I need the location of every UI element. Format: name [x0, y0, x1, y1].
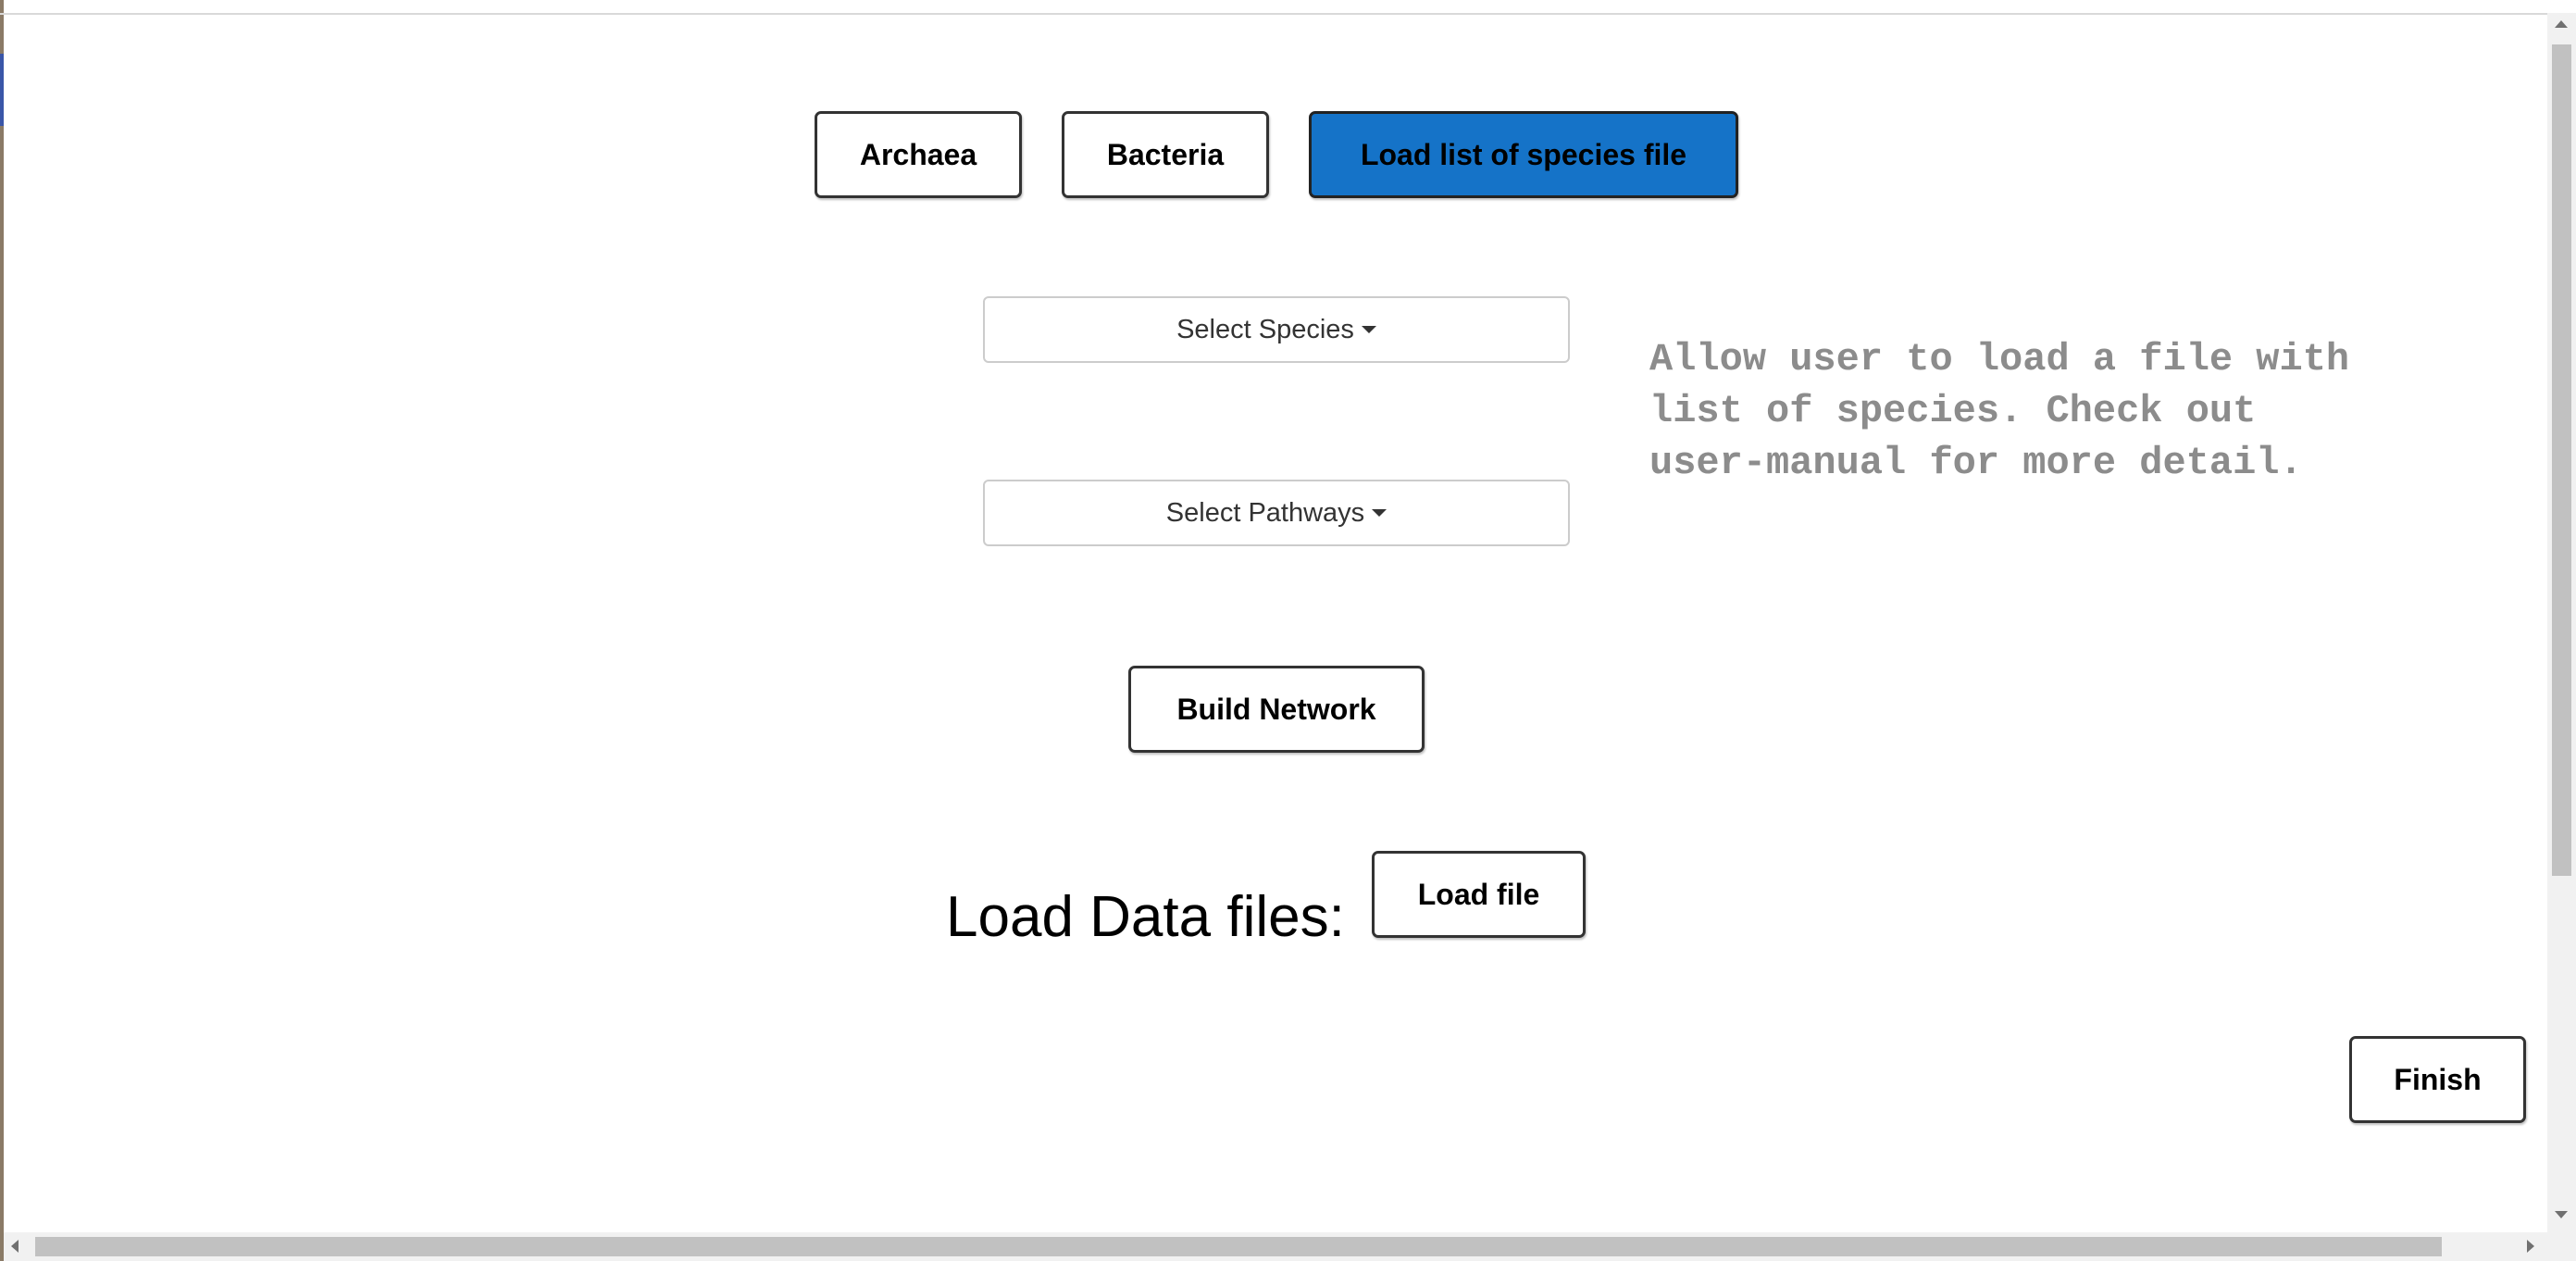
top-divider: [0, 13, 2547, 15]
bacteria-button-label: Bacteria: [1106, 137, 1225, 171]
caret-down-icon: [1372, 509, 1388, 517]
archaea-button-label: Archaea: [859, 137, 977, 171]
scroll-right-arrow-icon[interactable]: [2527, 1240, 2534, 1253]
load-data-files-label: Load Data files:: [946, 885, 1345, 949]
caret-down-icon: [1361, 326, 1376, 333]
load-file-button-label: Load file: [1417, 877, 1540, 911]
build-network-button-label: Build Network: [1176, 692, 1376, 726]
finish-button-label: Finish: [2394, 1062, 2482, 1096]
build-network-button[interactable]: Build Network: [1128, 666, 1425, 753]
scroll-up-arrow-icon[interactable]: [2555, 20, 2568, 28]
scroll-left-arrow-icon[interactable]: [11, 1240, 19, 1253]
select-species-label: Select Species: [1176, 314, 1354, 344]
archaea-button[interactable]: Archaea: [815, 111, 1022, 198]
select-species-dropdown[interactable]: Select Species: [983, 296, 1570, 363]
select-pathways-label: Select Pathways: [1165, 497, 1365, 528]
bacteria-button[interactable]: Bacteria: [1062, 111, 1269, 198]
load-file-button[interactable]: Load file: [1372, 851, 1586, 938]
vertical-scrollbar-thumb[interactable]: [2552, 44, 2571, 876]
window-left-edge: [0, 0, 4, 1261]
select-pathways-dropdown[interactable]: Select Pathways: [983, 480, 1570, 546]
finish-button[interactable]: Finish: [2349, 1036, 2526, 1123]
help-text: Allow user to load a file with list of s…: [1649, 337, 2350, 485]
load-species-file-button[interactable]: Load list of species file: [1309, 111, 1738, 198]
scroll-down-arrow-icon[interactable]: [2555, 1211, 2568, 1218]
window-left-edge-accent: [0, 54, 4, 126]
load-species-file-button-label: Load list of species file: [1360, 137, 1687, 171]
horizontal-scrollbar-thumb[interactable]: [35, 1237, 2442, 1256]
